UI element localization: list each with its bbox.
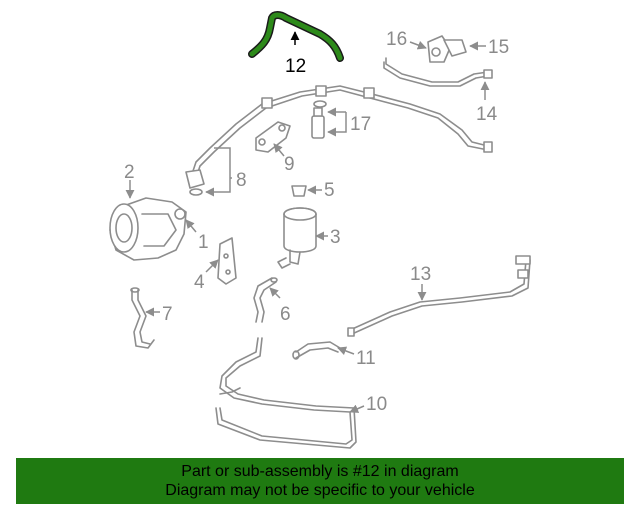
- callout-3: 3: [330, 227, 341, 248]
- callout-6: 6: [280, 304, 291, 325]
- callout-2: 2: [124, 162, 135, 183]
- part-4-bracket[interactable]: [217, 237, 237, 285]
- callout-13: 13: [410, 264, 431, 285]
- part-17-valve[interactable]: [311, 100, 327, 139]
- leader-11: [337, 346, 355, 356]
- leader-17: [327, 112, 347, 137]
- callout-15: 15: [488, 37, 509, 58]
- callout-8: 8: [236, 170, 247, 191]
- part-9-bracket[interactable]: [255, 121, 291, 153]
- callout-11: 11: [356, 348, 376, 369]
- part-12-hose[interactable]: [248, 11, 344, 62]
- parts-diagram: 12 16 15 14 8 9: [109, 11, 531, 449]
- callout-5: 5: [324, 180, 335, 201]
- part-7-hose[interactable]: [130, 287, 155, 349]
- part-10-cooler-loop[interactable]: [215, 337, 357, 449]
- callout-16: 16: [386, 29, 407, 50]
- callout-12: 12: [285, 56, 306, 77]
- callout-7: 7: [162, 304, 173, 325]
- part-2-power-steering-pump[interactable]: [109, 197, 187, 261]
- leader-6: [269, 287, 281, 299]
- callout-14: 14: [476, 104, 498, 125]
- part-3-reservoir[interactable]: [277, 207, 317, 269]
- banner-line-1: Part or sub-assembly is #12 in diagram: [181, 463, 459, 480]
- callout-9: 9: [284, 154, 295, 175]
- leader-10: [349, 404, 365, 413]
- callout-17: 17: [350, 114, 371, 135]
- callout-4: 4: [194, 272, 205, 293]
- part-15-16-clamp[interactable]: [427, 35, 467, 63]
- part-5-reservoir-cap[interactable]: [291, 185, 307, 197]
- callout-1: 1: [198, 232, 209, 253]
- part-8-pressure-hose[interactable]: [185, 85, 493, 196]
- leader-1: [185, 219, 197, 233]
- info-banner: Part or sub-assembly is #12 in diagram D…: [16, 458, 624, 504]
- leader-16: [409, 40, 427, 50]
- part-11-hose[interactable]: [292, 341, 341, 360]
- leader-9: [273, 143, 285, 157]
- banner-line-2: Diagram may not be specific to your vehi…: [165, 482, 475, 499]
- part-13-return-line[interactable]: [347, 255, 531, 337]
- leader-4: [205, 259, 219, 273]
- leader-8: [205, 147, 231, 197]
- callout-10: 10: [366, 394, 387, 415]
- part-14-pipe[interactable]: [383, 57, 493, 87]
- part-6-hose[interactable]: [253, 277, 278, 323]
